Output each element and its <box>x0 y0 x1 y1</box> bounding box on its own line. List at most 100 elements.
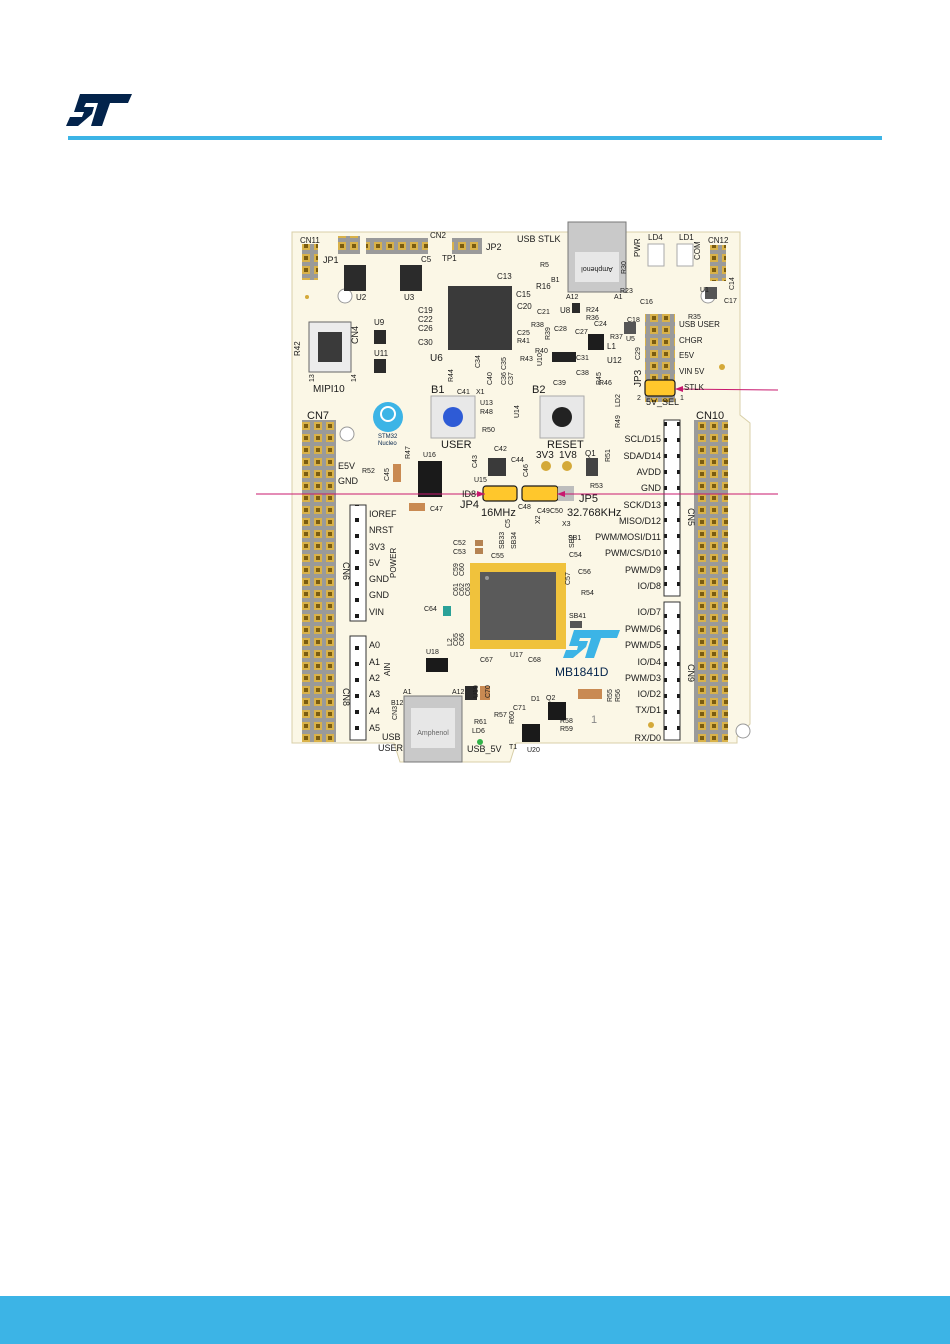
label-c22: C22 <box>418 315 433 324</box>
label-16mhz: 16MHz <box>481 507 516 519</box>
label-jp5: JP5 <box>579 493 598 505</box>
label-ld1: LD1 <box>679 233 694 242</box>
chip-q1 <box>586 458 598 476</box>
label-stm32: STM32 <box>378 434 398 440</box>
cn12-header <box>710 245 726 281</box>
label-c17: C17 <box>724 298 737 305</box>
label-l1: L1 <box>607 342 616 351</box>
label-r56: R56 <box>615 689 622 702</box>
label-c46: C46 <box>523 464 530 477</box>
label-u5: U5 <box>626 336 635 343</box>
label-c14: C14 <box>729 277 736 290</box>
label-13: 13 <box>309 374 316 382</box>
label-c27: C27 <box>575 329 588 336</box>
chip-u2 <box>344 265 366 291</box>
label-c18: C18 <box>627 317 640 324</box>
label-jp1: JP1 <box>323 255 339 265</box>
cn5-pin-avdd: AVDD <box>637 467 662 477</box>
cn9-pin-d1: TX/D1 <box>635 705 661 715</box>
cn5-pin-d15: SCL/D15 <box>624 434 661 444</box>
label-u8: U8 <box>560 306 571 315</box>
chip-u1 <box>705 287 717 299</box>
st-logo-s-shape <box>66 94 132 126</box>
label-usb-stlk: USB STLK <box>517 234 561 244</box>
chip-u9 <box>374 330 386 344</box>
label-u14: U14 <box>514 405 521 418</box>
label-c37: C37 <box>508 372 515 385</box>
board-dot <box>305 295 309 299</box>
label-mb1841d: MB1841D <box>555 665 609 679</box>
callout-arrow-jp4 <box>477 491 485 497</box>
label-c5: C5 <box>421 255 432 264</box>
label-r23: R23 <box>620 288 633 295</box>
label-nucleo: Nucleo <box>378 441 397 447</box>
label-c54: C54 <box>569 552 582 559</box>
label-gnd-left: GND <box>338 476 359 486</box>
label-r45: R45 <box>596 372 603 385</box>
label-32khz: 32.768KHz <box>567 507 621 519</box>
label-c53: C53 <box>453 549 466 556</box>
label-c36: C36 <box>501 372 508 385</box>
label-r24: R24 <box>586 307 599 314</box>
cap-c47 <box>409 503 425 511</box>
label-sb41: SB41 <box>569 613 586 620</box>
cn5-pin-d13: SCK/D13 <box>623 500 661 510</box>
label-c35: C35 <box>501 357 508 370</box>
cn5-pin-d12: MISO/D12 <box>619 516 661 526</box>
label-c50: C50 <box>550 508 563 515</box>
label-r57: R57 <box>494 712 507 719</box>
label-3v3: 3V3 <box>536 450 554 461</box>
label-r16: R16 <box>536 282 551 291</box>
chip-q2 <box>548 702 566 720</box>
label-c24: C24 <box>594 321 607 328</box>
label-t1: T1 <box>509 744 517 751</box>
cn6-group-power: POWER <box>389 548 398 578</box>
cn7-header <box>302 420 336 742</box>
label-r52: R52 <box>362 468 375 475</box>
label-r48: R48 <box>480 409 493 416</box>
label-c38: C38 <box>576 370 589 377</box>
cn9-pin-d2: IO/D2 <box>637 689 661 699</box>
label-r35: R35 <box>688 314 701 321</box>
label-c62: C62 <box>459 583 466 596</box>
label-u1: U1 <box>700 287 709 294</box>
cn6-pin-gnd2: GND <box>369 590 390 600</box>
label-c60: C60 <box>459 563 466 576</box>
label-usb-b12: B12 <box>391 700 404 707</box>
callout-arrow-jp5 <box>557 491 565 497</box>
label-c28: C28 <box>554 326 567 333</box>
mipi10-inner <box>318 332 342 362</box>
board-st-logo <box>563 630 620 658</box>
label-c26: C26 <box>418 324 433 333</box>
label-u12: U12 <box>607 356 622 365</box>
callout-arrow-jp3 <box>675 386 683 392</box>
mcu-pin1-dot <box>485 576 489 580</box>
label-c29: C29 <box>635 347 642 360</box>
cn8-pin-a2: A2 <box>369 673 380 683</box>
cn6-pin-nrst: NRST <box>369 525 394 535</box>
label-r54: R54 <box>581 590 594 597</box>
label-cn2: CN2 <box>430 231 447 240</box>
label-c56: C56 <box>578 569 591 576</box>
label-c57: C57 <box>565 572 572 585</box>
label-r60: R60 <box>509 711 516 724</box>
cn8-socket <box>349 635 367 741</box>
chip-u3 <box>400 265 422 291</box>
label-r55: R55 <box>607 689 614 702</box>
label-c67: C67 <box>480 657 493 664</box>
label-c15: C15 <box>516 290 531 299</box>
label-r40: R40 <box>535 348 548 355</box>
label-e5v: E5V <box>338 461 355 471</box>
jp3-5v-sel: 5V_SEL <box>646 397 679 407</box>
chip-u20 <box>522 724 540 742</box>
chip-u15 <box>488 458 506 476</box>
board-dot <box>648 722 654 728</box>
jp3-pin2: 2 <box>637 395 641 402</box>
label-c13: C13 <box>497 272 512 281</box>
label-a12: A12 <box>566 294 579 301</box>
label-ld2: LD2 <box>615 394 622 407</box>
cn6-pin-ioref: IOREF <box>369 509 397 519</box>
label-c52: C52 <box>453 540 466 547</box>
usb-user-inner <box>411 708 455 748</box>
label-r61: R61 <box>474 719 487 726</box>
